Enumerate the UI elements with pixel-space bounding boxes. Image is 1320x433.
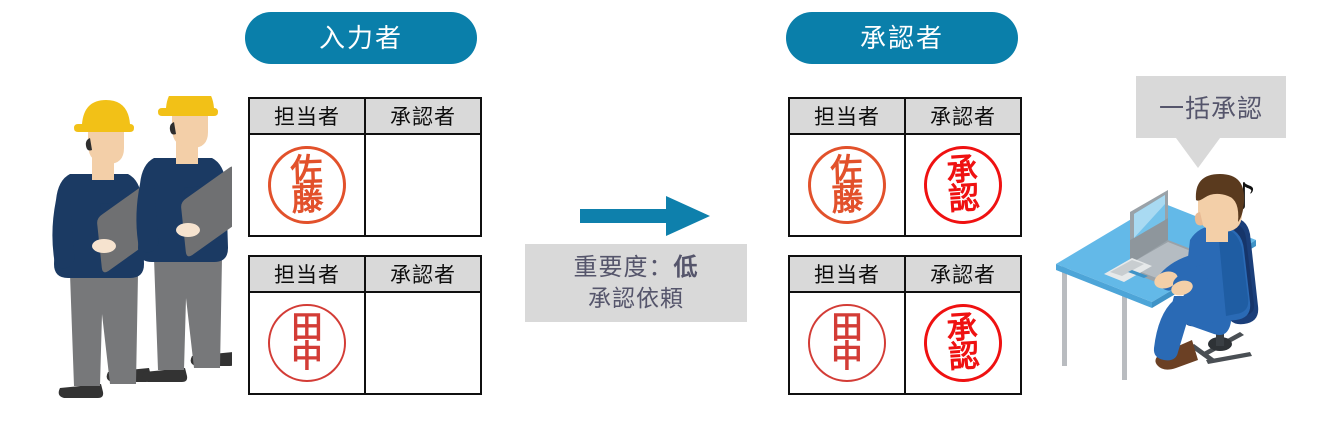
hanko-stamp-sato: 佐 藤 (266, 144, 348, 226)
column-header-owner: 担当者 (248, 255, 366, 293)
table-header-row: 担当者 承認者 (248, 97, 482, 135)
right-arrow-icon (580, 196, 710, 236)
table-row: 田 中 承 認 (788, 291, 1022, 395)
importance-prefix: 重要度： (573, 254, 674, 282)
table-header-row: 担当者 承認者 (788, 255, 1022, 293)
worker-figure-1 (52, 100, 157, 398)
stamp-char-top: 田 (831, 310, 863, 347)
worker-figure-2 (136, 84, 241, 382)
role-badge-approver: 承認者 (786, 12, 1018, 64)
hanko-stamp-approved: 承 認 (921, 143, 1005, 227)
speech-bubble-bulk-approval: 一括承認 (1136, 76, 1286, 138)
table-header-row: 担当者 承認者 (788, 97, 1022, 135)
table-row: 田 中 (248, 291, 482, 395)
desk-worker-illustration (1048, 168, 1320, 384)
stamp-char-bottom: 藤 (290, 179, 325, 219)
flow-label-importance: 重要度：低 (574, 252, 699, 283)
approver-stamp-cell: 承 認 (904, 133, 1022, 237)
approval-table-right-tanaka: 担当者 承認者 田 中 承 認 (788, 255, 1022, 395)
approver-stamp-cell-empty (364, 291, 482, 395)
approval-table-right-sato: 担当者 承認者 佐 藤 承 認 (788, 97, 1022, 237)
hanko-stamp-sato: 佐 藤 (806, 144, 888, 226)
stamp-char-bottom: 認 (947, 337, 981, 377)
flow-arrow (580, 196, 710, 236)
table-row: 佐 藤 承 認 (788, 133, 1022, 237)
approver-stamp-cell-empty (364, 133, 482, 237)
table-header-row: 担当者 承認者 (248, 255, 482, 293)
stamp-char-bottom: 中 (831, 339, 863, 375)
hanko-stamp-tanaka: 田 中 (268, 304, 346, 382)
owner-stamp-cell: 佐 藤 (788, 133, 906, 237)
role-badge-inputter: 入力者 (245, 12, 477, 64)
column-header-owner: 担当者 (788, 97, 906, 135)
stamp-char-bottom: 認 (947, 179, 981, 219)
stamp-char-top: 田 (291, 310, 323, 347)
owner-stamp-cell: 佐 藤 (248, 133, 366, 237)
workers-illustration (42, 84, 241, 412)
column-header-approver: 承認者 (904, 255, 1022, 293)
stamp-char-bottom: 中 (291, 339, 323, 375)
speech-bubble-tail (1176, 138, 1220, 168)
approver-stamp-cell: 承 認 (904, 291, 1022, 395)
column-header-owner: 担当者 (788, 255, 906, 293)
flow-label-request: 承認依頼 (588, 284, 684, 311)
column-header-approver: 承認者 (364, 97, 482, 135)
table-row: 佐 藤 (248, 133, 482, 237)
hanko-stamp-approved: 承 認 (921, 301, 1005, 385)
column-header-approver: 承認者 (364, 255, 482, 293)
owner-stamp-cell: 田 中 (788, 291, 906, 395)
column-header-owner: 担当者 (248, 97, 366, 135)
stamp-char-bottom: 藤 (830, 179, 865, 219)
approval-table-left-sato: 担当者 承認者 佐 藤 (248, 97, 482, 237)
column-header-approver: 承認者 (904, 97, 1022, 135)
flow-label-box: 重要度：低 承認依頼 (525, 244, 747, 322)
importance-value: 低 (673, 254, 699, 282)
owner-stamp-cell: 田 中 (248, 291, 366, 395)
approval-table-left-tanaka: 担当者 承認者 田 中 (248, 255, 482, 395)
hanko-stamp-tanaka: 田 中 (808, 304, 886, 382)
